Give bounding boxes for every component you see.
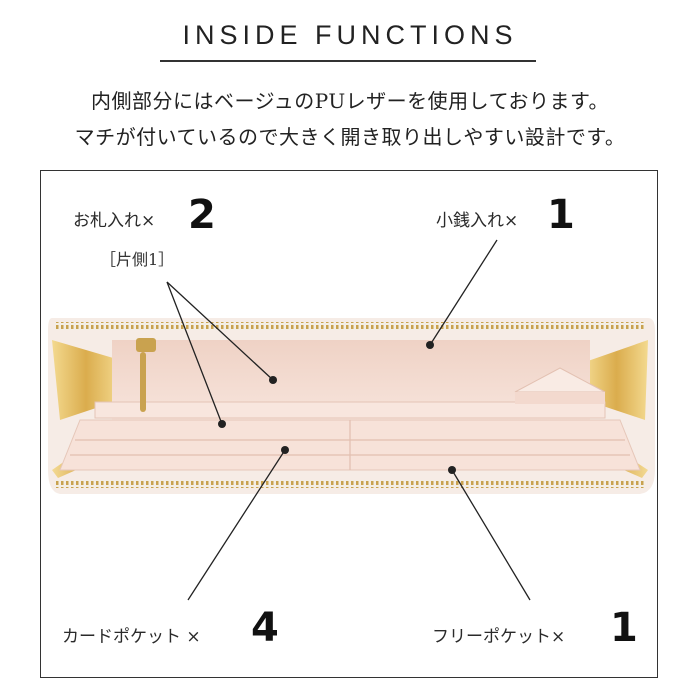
coin-pocket-count: 1 [547,192,575,238]
coin-pocket-label: 小銭入れ× [436,211,519,231]
wallet-body [48,318,655,494]
free-pocket-label: フリーポケット× [432,627,566,647]
card-pocket-count: 4 [251,605,279,651]
image-frame [40,170,658,678]
description-line-2: マチが付いているので大きく開き取り出しやすい設計です。 [74,125,626,149]
title-underline [160,60,536,62]
page-title: INSIDE FUNCTIONS [182,20,518,50]
free-pocket-count: 1 [610,605,638,651]
bill-compartment-label: お札入れ× [73,211,156,231]
leader-dots [218,341,456,474]
bill-compartment-note: ［片側1］ [100,250,175,269]
leader-lines [166,239,531,601]
description-line-1: 内側部分にはベージュのPUレザーを使用しております。 [91,89,609,113]
bill-compartment-count: 2 [188,192,216,238]
card-pocket-label: カードポケット × [62,627,201,647]
